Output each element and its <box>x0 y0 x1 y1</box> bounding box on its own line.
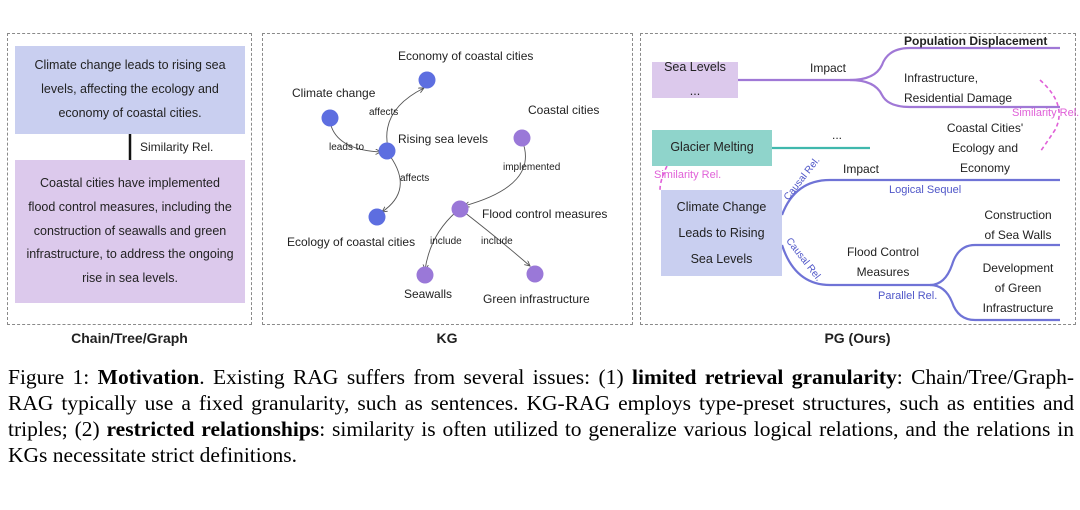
pg-flood-line1: Flood Control <box>846 245 920 259</box>
pg-seawalls-line2: of Sea Walls <box>984 228 1052 242</box>
pg-green-line3: Infrastructure <box>982 301 1054 315</box>
edge-leads-to <box>329 121 381 152</box>
edge-include-left <box>425 211 457 270</box>
pg-coastal-line2: Ecology and <box>951 141 1019 155</box>
edge-include-right <box>463 211 530 266</box>
node-green <box>526 265 544 283</box>
pg-climate-line1: Climate Change <box>676 200 767 214</box>
caption-part3: : similarity is often utilized to genera… <box>8 417 1074 467</box>
pg-population: Population Displacement <box>904 34 1048 48</box>
panel3-label: PG (Ours) <box>824 330 891 346</box>
pg-seawalls: Construction of Sea Walls <box>972 205 1064 245</box>
pg-infrastructure-line2: Residential Damage <box>904 91 1013 105</box>
pg-sim-right <box>1039 79 1060 153</box>
pg-green-line1: Development <box>982 261 1054 275</box>
pg-impact-mid: Impact <box>843 162 880 176</box>
caption-part2: : Chain/Tree/Graph-RAG typically use a f… <box>8 365 1074 441</box>
kg-label-seawalls: Seawalls <box>404 287 453 301</box>
figure-caption: Figure 1: Motivation. Existing RAG suffe… <box>8 364 1074 468</box>
pg-box-climate: Climate Change Leads to Rising Sea Level… <box>661 190 782 276</box>
node-climate <box>321 109 339 127</box>
caption-limited: limited retrieval granularity <box>632 365 897 389</box>
pg-flood: Flood Control Measures <box>835 242 931 282</box>
pg-coastal-line3: Economy <box>959 161 1011 175</box>
panel1-box-bottom: Coastal cities have implemented flood co… <box>15 160 245 303</box>
kg-label-flood: Flood control measures <box>482 207 608 221</box>
kg-label-green: Green infrastructure <box>483 292 590 306</box>
caption-prefix: Figure 1: <box>8 365 98 389</box>
pg-line-seawalls <box>929 243 1060 287</box>
kg-label-affects-top: affects <box>369 107 399 118</box>
pg-green: Development of Green Infrastructure <box>972 258 1064 318</box>
kg-label-leads-to: leads to <box>329 142 365 153</box>
panel-pg <box>640 33 1076 325</box>
node-economy <box>418 71 436 89</box>
pg-logical-sequel: Logical Sequel <box>889 184 962 196</box>
pg-box-glacier: Glacier Melting <box>652 130 772 166</box>
pg-sim-left <box>659 165 668 191</box>
pg-infrastructure-line1: Infrastructure, <box>904 71 979 85</box>
kg-label-rising: Rising sea levels <box>398 132 489 146</box>
edge-affects-top <box>386 88 424 149</box>
pg-line-sea-infra <box>849 78 1060 109</box>
pg-line-flood <box>780 244 930 287</box>
kg-label-ecology: Ecology of coastal cities <box>287 235 416 249</box>
pg-infrastructure: Infrastructure, Residential Damage <box>904 68 1012 108</box>
pg-flood-line2: Measures <box>856 265 910 279</box>
panel1-relation-label: Similarity Rel. <box>140 140 214 154</box>
pg-similarity-left: Similarity Rel. <box>654 169 722 181</box>
node-flood <box>451 200 469 218</box>
pg-climate-line3: Sea Levels <box>690 252 753 266</box>
caption-restricted: restricted relationships <box>106 417 320 441</box>
kg-label-climate: Climate change <box>292 86 376 100</box>
kg-label-include-left: include <box>430 236 462 247</box>
panel1-label: Chain/Tree/Graph <box>71 330 188 346</box>
pg-line-sea-levels <box>738 46 1060 82</box>
pg-green-line2: of Green <box>994 281 1042 295</box>
node-ecology <box>368 208 386 226</box>
caption-part1: . Existing RAG suffers from several issu… <box>199 365 633 389</box>
node-seawalls <box>416 266 434 284</box>
kg-label-include-right: include <box>481 236 513 247</box>
pg-similarity-right: Similarity Rel. <box>1012 107 1080 119</box>
pg-coastal-line1: Coastal Cities' <box>946 121 1024 135</box>
pg-coastal: Coastal Cities' Ecology and Economy <box>935 118 1035 178</box>
pg-ellipsis: ... <box>832 128 843 142</box>
kg-label-affects-bottom: affects <box>400 173 430 184</box>
pg-line-impact <box>780 178 1060 216</box>
node-coastal <box>513 129 531 147</box>
panel2-label: KG <box>436 330 458 346</box>
kg-label-economy: Economy of coastal cities <box>398 49 534 63</box>
panel1-box-top: Climate change leads to rising sea level… <box>15 46 245 134</box>
kg-label-coastal: Coastal cities <box>528 103 600 117</box>
pg-box-sea-levels: Sea Levels ... <box>652 60 738 98</box>
caption-motivation: Motivation <box>97 365 200 389</box>
pg-line-green <box>929 283 1060 322</box>
pg-seawalls-line1: Construction <box>984 208 1052 222</box>
panel-chain-tree-graph <box>7 33 252 325</box>
pg-impact-top: Impact <box>810 61 847 75</box>
edge-affects-bottom <box>382 155 401 212</box>
node-rising <box>378 142 396 160</box>
pg-parallel: Parallel Rel. <box>878 290 938 302</box>
kg-label-implemented: implemented <box>503 162 561 173</box>
panel-kg <box>262 33 633 325</box>
pg-climate-line2: Leads to Rising <box>678 226 765 240</box>
edge-implemented <box>464 139 526 206</box>
